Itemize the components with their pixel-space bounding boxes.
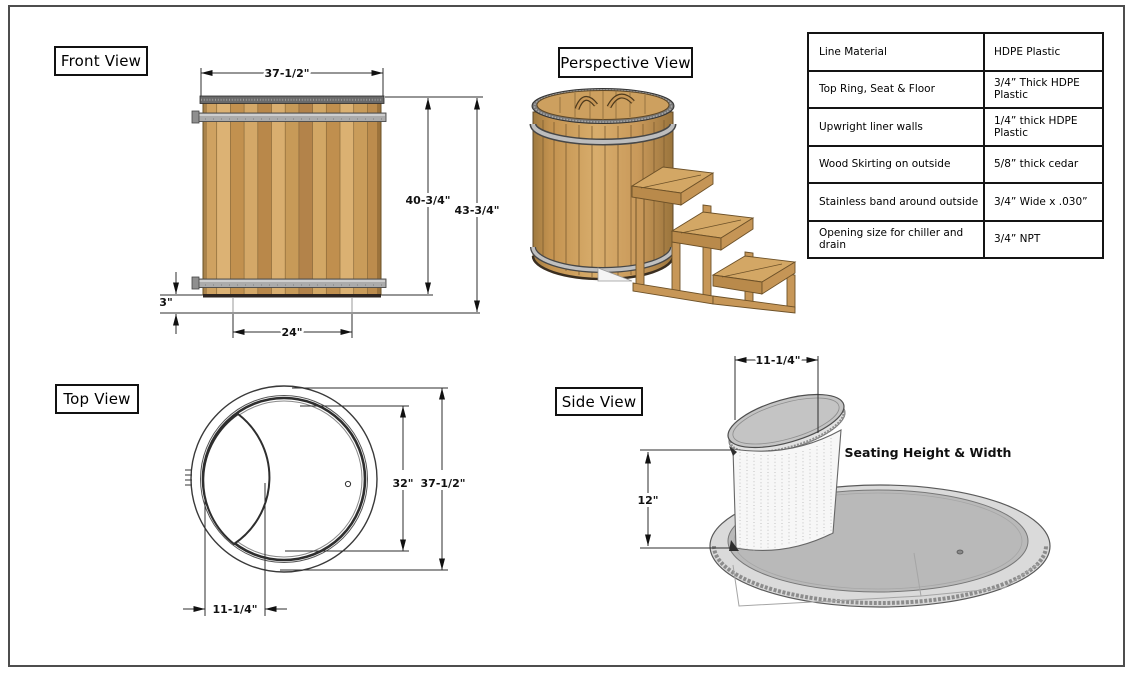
seat-cylinder — [727, 393, 846, 552]
table-row: Top Ring, Seat & Floor 3/4” Thick HDPE P… — [809, 71, 1102, 109]
front-dim-inner-height: 40-3/4" — [406, 194, 451, 207]
stainless-band-lower — [191, 276, 387, 290]
side-view-drawing: 11-1/4" 12" Seating Height & Width — [633, 352, 1051, 608]
table-cell-spec: 3/4” Thick HDPE Plastic — [994, 77, 1080, 102]
table-cell-spec: HDPE Plastic — [994, 45, 1061, 58]
side-dim-seat-width: 11-1/4" — [756, 354, 801, 367]
top-view-title: Top View — [55, 384, 139, 414]
drain-hole — [344, 480, 352, 488]
front-dim-top-width: 37-1/2" — [265, 67, 310, 80]
side-view-title: Side View — [555, 387, 643, 416]
table-cell-item: Wood Skirting on outside — [809, 146, 985, 182]
stainless-band-upper — [191, 110, 387, 124]
front-view-title: Front View — [54, 46, 148, 76]
table-cell-item: Upwright liner walls — [809, 109, 985, 145]
perspective-view-title-text: Perspective View — [560, 53, 691, 72]
table-cell-item: Stainless band around outside — [809, 184, 985, 220]
barrel-bottom-edge — [203, 294, 381, 298]
table-row: Stainless band around outside 3/4” Wide … — [809, 184, 1102, 222]
front-dim-base-width: 24" — [281, 326, 302, 339]
front-view-title-text: Front View — [60, 52, 142, 70]
front-dim-total-height: 43-3/4" — [455, 204, 500, 217]
perspective-steps — [630, 166, 797, 314]
table-cell-item: Opening size for chiller and drain — [809, 221, 985, 257]
table-cell-spec: 1/4” thick HDPE Plastic — [994, 114, 1078, 139]
seat-crescent — [202, 412, 271, 546]
table-cell-spec: 3/4” Wide x .030” — [994, 195, 1088, 208]
top-view-drawing: 32" 37-1/2" 11-1/4" — [183, 385, 468, 619]
page-border — [8, 5, 1125, 667]
seat-top-surface — [727, 393, 845, 449]
front-dim-skirt-gap: 3" — [159, 296, 172, 309]
seating-annotation: Seating Height & Width — [845, 445, 1012, 460]
perspective-view-drawing — [529, 88, 797, 314]
side-view-title-text: Side View — [561, 392, 637, 411]
top-view-title-text: Top View — [63, 390, 131, 408]
side-dim-seat-height: 12" — [637, 494, 658, 507]
front-barrel — [191, 95, 387, 298]
top-dim-outer-diameter: 37-1/2" — [421, 477, 466, 490]
lid-handles — [574, 93, 635, 110]
table-row: Wood Skirting on outside 5/8” thick ceda… — [809, 146, 1102, 184]
barrel-base-support — [597, 267, 633, 282]
top-rim-stipple — [199, 95, 385, 104]
table-cell-item: Top Ring, Seat & Floor — [809, 71, 985, 107]
band-clasp-marks — [185, 469, 192, 486]
top-dim-seat-width: 11-1/4" — [213, 603, 258, 616]
table-row: Opening size for chiller and drain 3/4” … — [809, 221, 1102, 257]
materials-table: Line Material HDPE Plastic Top Ring, Sea… — [807, 32, 1104, 259]
drain-hole — [956, 549, 964, 555]
table-cell-spec: 3/4” NPT — [994, 233, 1041, 246]
table-row: Upwright liner walls 1/4” thick HDPE Pla… — [809, 109, 1102, 147]
table-cell-item: Line Material — [809, 34, 985, 70]
table-row: Line Material HDPE Plastic — [809, 34, 1102, 72]
floor-band-ticks — [712, 545, 1048, 605]
table-cell-spec: 5/8” thick cedar — [994, 158, 1079, 171]
pedestal-wireframe — [732, 552, 1039, 607]
front-view-drawing: 37-1/2" — [157, 65, 500, 342]
tub-plan — [185, 385, 378, 573]
perspective-view-title: Perspective View — [558, 47, 693, 78]
top-dim-inner-diameter: 32" — [392, 477, 413, 490]
seat-front-face — [732, 429, 842, 552]
